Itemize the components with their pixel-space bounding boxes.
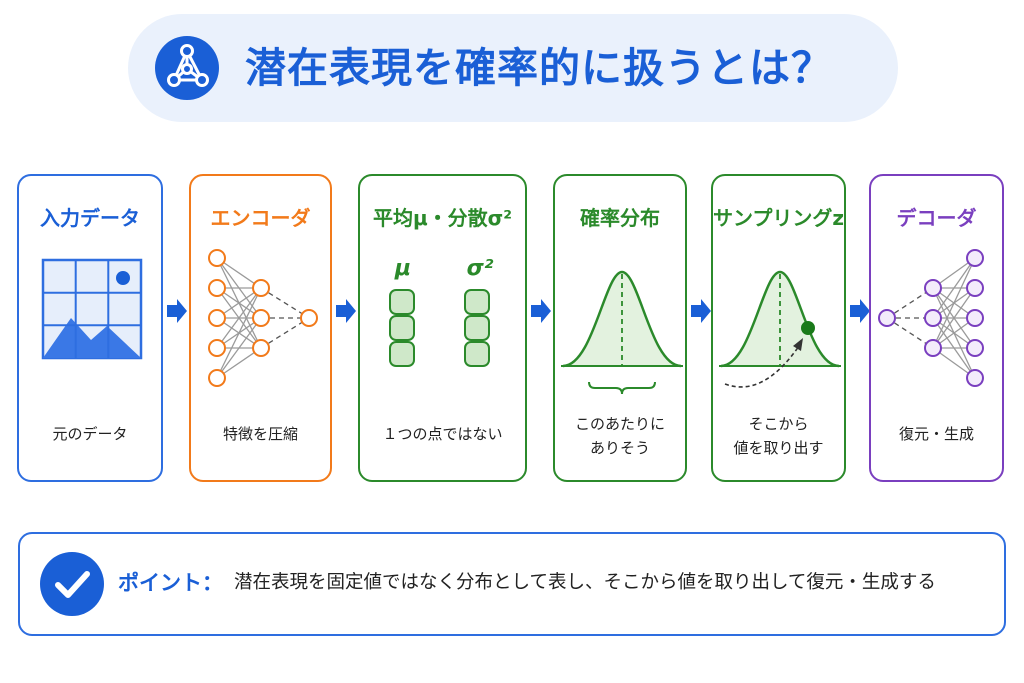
step-title: デコーダ [896, 206, 977, 230]
network-connection [216, 287, 262, 379]
network-icon [155, 36, 219, 100]
network-node [924, 339, 942, 357]
step-caption: このあたりに ありそう [555, 412, 685, 460]
caption-line: ありそう [589, 439, 650, 457]
caption-line: 値を取り出す [733, 439, 824, 457]
step-title: 入力データ [40, 206, 140, 230]
step-card-input: 入力データ 元のデータ [17, 174, 163, 482]
latent-vector-icon [389, 289, 490, 367]
flow-arrow-icon [850, 299, 870, 323]
mu-label: μ [394, 256, 412, 281]
network-connection [932, 257, 976, 349]
step-card-decoder: デコーダ 復元・生成 [869, 174, 1004, 482]
point-box [18, 532, 1006, 636]
caption-line: このあたりに [574, 415, 665, 433]
network-node [966, 279, 984, 297]
neural-network-icon [208, 249, 318, 387]
network-node [208, 369, 226, 387]
flow-arrow-icon [691, 299, 711, 323]
network-node [252, 309, 270, 327]
network-node [966, 339, 984, 357]
network-connection [932, 287, 976, 349]
network-node [966, 249, 984, 267]
network-node [924, 309, 942, 327]
network-node [966, 369, 984, 387]
step-caption: 元のデータ [52, 425, 128, 443]
network-connection [216, 287, 262, 349]
bell-curve-sample-icon [719, 270, 841, 388]
network-connection [932, 257, 976, 319]
network-node [966, 309, 984, 327]
network-node [252, 279, 270, 297]
step-caption: １つの点ではない [382, 425, 503, 443]
network-connection [260, 287, 310, 319]
step-card-distribution: 確率分布 このあたりに ありそう [553, 174, 687, 482]
network-node [924, 279, 942, 297]
step-title: 平均μ・分散σ² [372, 206, 513, 230]
step-title: サンプリングz [713, 206, 845, 230]
point-label: ポイント： [118, 571, 223, 595]
network-connection [216, 317, 262, 379]
network-connection [260, 317, 310, 349]
step-card-sampling: サンプリングz そこから 値を取り出す [711, 174, 846, 482]
step-title: エンコーダ [210, 206, 311, 230]
network-connection [886, 287, 934, 319]
step-caption: 特徴を圧縮 [222, 425, 298, 443]
step-card-mean-variance: 平均μ・分散σ² μ σ² １つの点ではない [358, 174, 527, 482]
step-title: 確率分布 [580, 206, 660, 230]
step-card-encoder: エンコーダ 特徴を圧縮 [189, 174, 332, 482]
flow-arrow-icon [336, 299, 356, 323]
check-icon [40, 552, 104, 616]
caption-line: そこから [748, 415, 809, 433]
flow-arrow-icon [531, 299, 551, 323]
network-connection [886, 317, 934, 349]
flow-arrow-icon [167, 299, 187, 323]
network-node [208, 249, 226, 267]
network-node [208, 339, 226, 357]
network-node [208, 309, 226, 327]
title-banner [128, 14, 898, 122]
image-grid-icon [41, 258, 143, 360]
network-node [252, 339, 270, 357]
page-title: 潜在表現を確率的に扱うとは？ [245, 44, 833, 92]
point-text: 潜在表現を固定値ではなく分布として表し、そこから値を取り出して復元・生成する [234, 572, 936, 593]
step-caption: そこから 値を取り出す [713, 412, 844, 460]
neural-network-icon [878, 249, 984, 387]
network-node [878, 309, 896, 327]
network-node [300, 309, 318, 327]
network-node [208, 279, 226, 297]
step-caption: 復元・生成 [898, 425, 974, 443]
sigma-label: σ² [466, 256, 494, 281]
bell-curve-icon [561, 270, 683, 395]
